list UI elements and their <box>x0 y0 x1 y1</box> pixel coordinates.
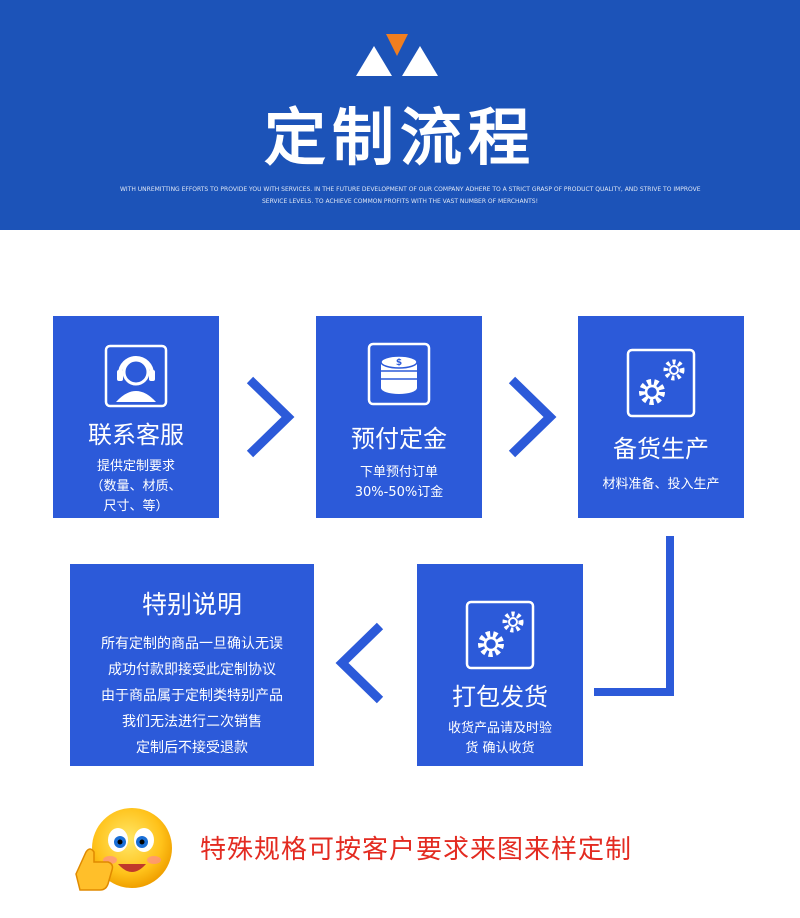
subtitle-line-1: WITH UNREMITTING EFFORTS TO PROVIDE YOU … <box>120 186 701 193</box>
step-deposit-card: $ 预付定金 下单预付订单 30%-50%订金 <box>316 316 482 518</box>
step-shipping-desc-1: 收货产品请及时验 <box>447 721 552 736</box>
step-contact-title: 联系客服 <box>88 421 184 449</box>
gears-icon <box>465 600 535 670</box>
headset-icon <box>104 344 168 408</box>
step-production-desc-1: 材料准备、投入生产 <box>602 477 720 492</box>
special-note: 特殊规格可按客户要求来图来样定制 <box>200 835 633 865</box>
step-contact-desc-2: （数量、材质、 <box>90 479 182 494</box>
arrow-left-icon <box>335 622 384 704</box>
notice-line-1: 所有定制的商品一旦确认无误 <box>101 636 283 652</box>
notice-line-2: 成功付款即接受此定制协议 <box>108 662 276 678</box>
step-contact-desc-1: 提供定制要求 <box>96 459 175 474</box>
notice-line-4: 我们无法进行二次销售 <box>122 714 262 730</box>
svg-text:$: $ <box>396 358 402 368</box>
step-shipping-title: 打包发货 <box>452 683 548 711</box>
notice-title: 特别说明 <box>141 590 242 619</box>
arrow-right-icon <box>508 376 557 458</box>
step-deposit-desc-1: 下单预付订单 <box>359 465 438 480</box>
step-production-card: 备货生产 材料准备、投入生产 <box>578 316 744 518</box>
connector-line <box>594 536 674 696</box>
header-banner: 定制流程 WITH UNREMITTING EFFORTS TO PROVIDE… <box>0 0 800 230</box>
smiley-thumbs-up-icon <box>75 808 172 891</box>
step-contact-desc-3: 尺寸、等） <box>103 499 169 514</box>
gears-icon <box>626 348 696 418</box>
special-notice-card: 特别说明 所有定制的商品一旦确认无误 成功付款即接受此定制协议 由于商品属于定制… <box>70 564 314 766</box>
step-deposit-desc-2: 30%-50%订金 <box>354 485 444 500</box>
subtitle-line-2: SERVICE LEVELS. TO ACHIEVE COMMON PROFIT… <box>261 198 539 205</box>
arrow-right-icon <box>246 376 295 458</box>
step-shipping-card: 打包发货 收货产品请及时验 货 确认收货 <box>417 564 583 766</box>
step-production-title: 备货生产 <box>613 435 709 463</box>
notice-line-5: 定制后不接受退款 <box>136 740 248 756</box>
page-title: 定制流程 <box>263 101 536 174</box>
coins-icon: $ <box>367 342 431 406</box>
brand-logo-icon <box>356 34 438 76</box>
notice-line-3: 由于商品属于定制类特别产品 <box>101 688 283 704</box>
step-shipping-desc-2: 货 确认收货 <box>465 741 535 756</box>
step-deposit-title: 预付定金 <box>351 425 447 453</box>
step-contact-card: 联系客服 提供定制要求 （数量、材质、 尺寸、等） <box>53 316 219 518</box>
